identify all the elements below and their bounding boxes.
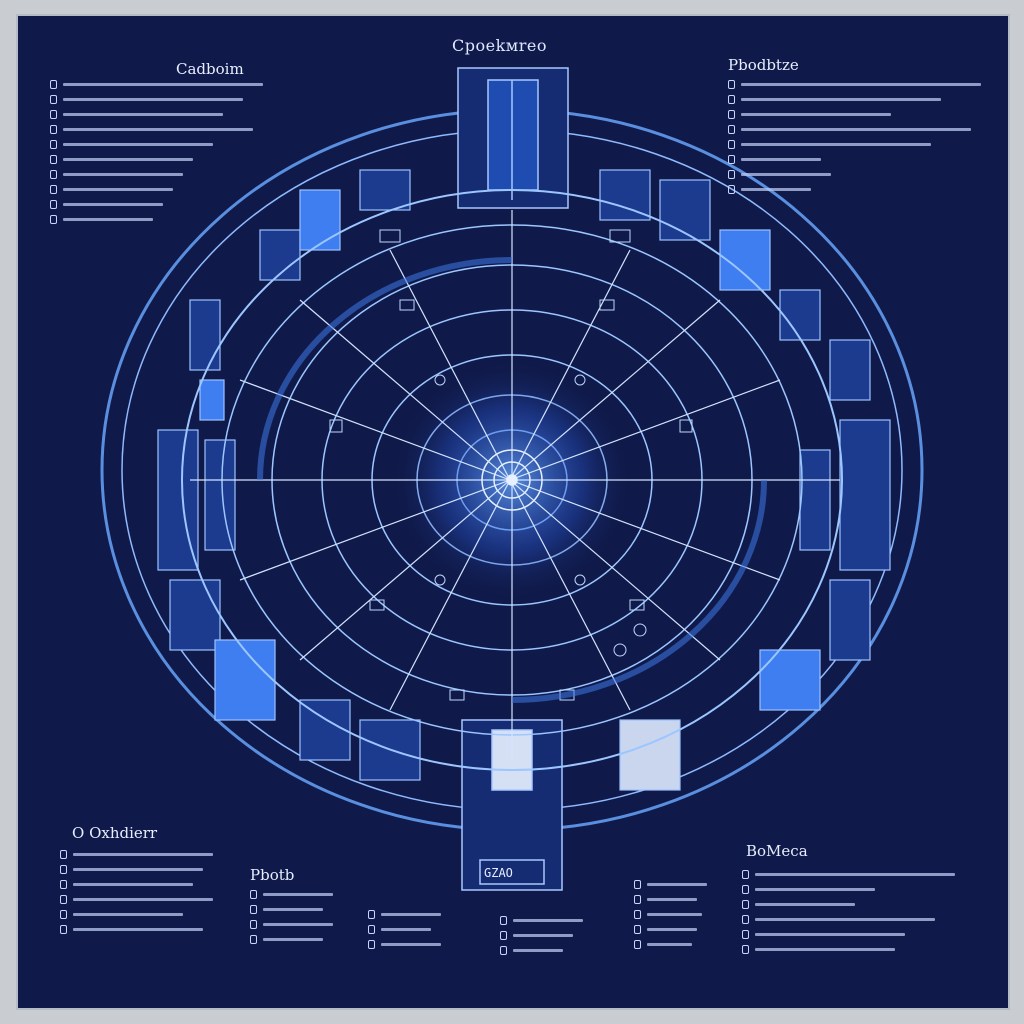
diagram-title: Cpoekмreo — [452, 36, 547, 55]
top-right-legend-title: Pbodbtze — [728, 56, 799, 74]
perimeter-blocks — [157, 169, 891, 791]
bottom-left-legend-title: O Oxhdierr — [72, 824, 158, 842]
bottom-center-legend-list — [500, 915, 583, 961]
north-tower — [457, 67, 569, 209]
south-gate-label: GZAO — [484, 866, 513, 880]
top-right-legend-list — [728, 79, 981, 200]
bottom-left-legend-list — [60, 849, 213, 940]
bottom-mid-legend-title: Pbotb — [250, 866, 295, 884]
top-left-legend-title: Cadboim — [176, 60, 244, 78]
bottom-right-legend-title: BoMeca — [746, 842, 808, 860]
bottom-right-mid-legend-list — [634, 879, 707, 955]
bottom-mid-legend-list — [250, 889, 333, 950]
top-left-legend-list — [50, 79, 263, 230]
bottom-mid-legend-list-2 — [368, 909, 441, 955]
radial-spokes — [190, 210, 840, 760]
bottom-right-legend-list — [742, 869, 955, 960]
ring-segment-marks — [329, 229, 693, 701]
inner-walls — [257, 257, 767, 703]
core-ornament — [481, 449, 543, 511]
